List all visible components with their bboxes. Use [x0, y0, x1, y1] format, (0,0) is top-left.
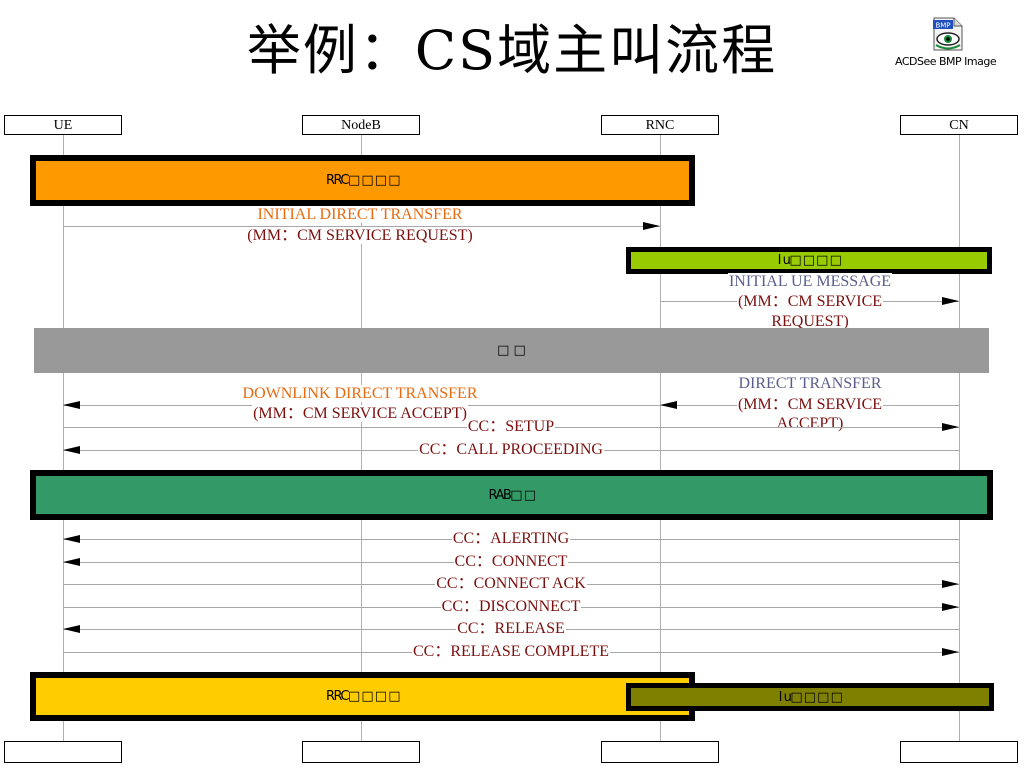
bmp-image-icon[interactable]: BMP [930, 16, 964, 52]
entity-rnc-bottom [601, 741, 719, 763]
disconnect-label: CC：DISCONNECT [440, 598, 582, 615]
entity-ue: UE [4, 115, 122, 135]
direct-transfer-label: DIRECT TRANSFER [737, 375, 883, 392]
iu-release-band: I u□ □ □ □ [626, 683, 994, 711]
arrow-left-icon [63, 446, 80, 454]
rab-band: RAB□ □ [30, 470, 993, 520]
direct-transfer-sub2: ACCEPT) [775, 415, 845, 432]
entity-cn: CN [900, 115, 1018, 135]
gray-band: □ □ [34, 328, 989, 373]
entity-nodeb: NodeB [302, 115, 420, 135]
downlink-direct-transfer-sub: (MM：CM SERVICE ACCEPT) [252, 405, 468, 422]
entity-ue-bottom [4, 741, 122, 763]
arrow-left-icon [63, 625, 80, 633]
entity-cn-bottom [900, 741, 1018, 763]
entity-rnc: RNC [601, 115, 719, 135]
alerting-label: CC：ALERTING [451, 530, 571, 547]
arrow-right-icon [643, 222, 660, 230]
bmp-image-label: ACDSee BMP Image [895, 55, 997, 68]
rab-label: RAB□ □ [488, 487, 536, 503]
connect-label: CC：CONNECT [453, 553, 569, 570]
release-complete-label: CC：RELEASE COMPLETE [411, 643, 610, 660]
gray-band-label: □ □ [497, 343, 526, 358]
arrow-right-icon [942, 603, 959, 611]
downlink-direct-transfer-label: DOWNLINK DIRECT TRANSFER [241, 385, 479, 402]
setup-label: CC：SETUP [466, 418, 556, 435]
release-label: CC：RELEASE [456, 620, 566, 637]
rrc-release-label: RRC□ □ □ □ [325, 689, 401, 704]
arrow-right-icon [942, 423, 959, 431]
entity-nodeb-bottom [302, 741, 420, 763]
rrc-setup-label: RRC□ □ □ □ [325, 173, 401, 188]
rrc-release-band: RRC□ □ □ □ [30, 672, 695, 721]
initial-direct-transfer-label: INITIAL DIRECT TRANSFER [256, 206, 464, 223]
connect-ack-label: CC：CONNECT ACK [435, 575, 587, 592]
initial-ue-message-label: INITIAL UE MESSAGE [727, 273, 893, 290]
arrow-left-icon [660, 401, 677, 409]
bmp-badge: BMP [935, 22, 950, 30]
initial-direct-transfer-sub: (MM：CM SERVICE REQUEST) [246, 227, 474, 244]
iu-setup-label: I u□ □ □ □ [777, 253, 842, 268]
rrc-setup-band: RRC□ □ □ □ [30, 155, 695, 206]
arrow-right-icon [942, 580, 959, 588]
iu-release-label: I u□ □ □ □ [778, 689, 843, 705]
lifeline-ue [63, 135, 64, 741]
direct-transfer-sub1: (MM：CM SERVICE [736, 396, 884, 413]
initial-ue-message-sub1: (MM：CM SERVICE [736, 293, 884, 310]
initial-direct-transfer-line [63, 226, 660, 227]
iu-setup-band: I u□ □ □ □ [626, 247, 992, 274]
call-proceeding-label: CC：CALL PROCEEDING [418, 441, 604, 458]
arrow-left-icon [63, 535, 80, 543]
arrow-left-icon [63, 558, 80, 566]
lifeline-nodeb [361, 135, 362, 741]
lifeline-cn [959, 135, 960, 741]
lifeline-rnc [660, 135, 661, 741]
arrow-right-icon [942, 648, 959, 656]
page-title: 举例：CS域主叫流程 [246, 19, 778, 82]
initial-ue-message-sub2: REQUEST) [770, 313, 850, 330]
arrow-left-icon [63, 401, 80, 409]
arrow-right-icon [942, 297, 959, 305]
